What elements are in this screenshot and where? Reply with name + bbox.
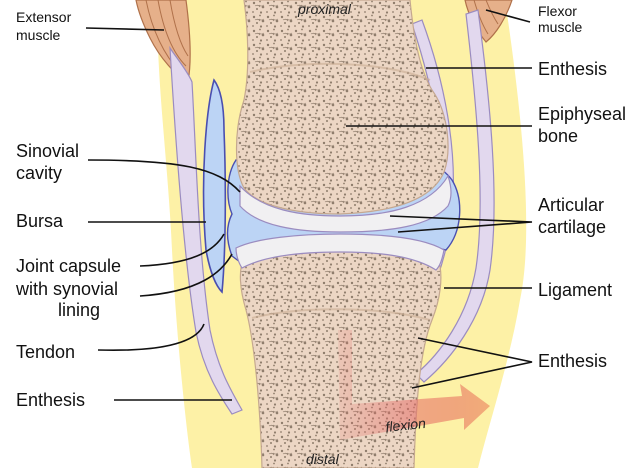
- distal-growth-line: [251, 308, 431, 321]
- flexion-label: flexion: [385, 415, 427, 435]
- left-tendon: [169, 45, 243, 415]
- articular-cartilage-label: Articular cartilage: [538, 195, 609, 237]
- flexion-arrow: [338, 330, 490, 440]
- extensor-muscle-label: Extensor muscle: [16, 9, 75, 43]
- tendon-label: Tendon: [16, 342, 75, 362]
- joint-capsule-label: Joint capsule with synovial lining: [15, 256, 126, 320]
- bursa-label: Bursa: [16, 211, 64, 231]
- leader-lines: [85, 9, 533, 401]
- distal-articular-cartilage: [235, 233, 445, 271]
- proximal-growth-line: [249, 62, 431, 81]
- distal-label: distal: [306, 451, 340, 467]
- enthesis-top-right-label: Enthesis: [538, 59, 607, 79]
- enthesis-bottom-right-label: Enthesis: [538, 351, 607, 371]
- sinovial-cavity-label: Sinovial cavity: [16, 141, 84, 183]
- epiphyseal-bone-label: Epiphyseal bone: [538, 104, 631, 146]
- flexor-muscle-label: Flexor muscle: [538, 3, 583, 35]
- enthesis-bottom-left-label: Enthesis: [16, 390, 85, 410]
- ligament-label: Ligament: [538, 280, 612, 300]
- proximal-articular-cartilage: [239, 174, 452, 233]
- proximal-bone: [235, 0, 449, 215]
- proximal-label: proximal: [297, 1, 352, 17]
